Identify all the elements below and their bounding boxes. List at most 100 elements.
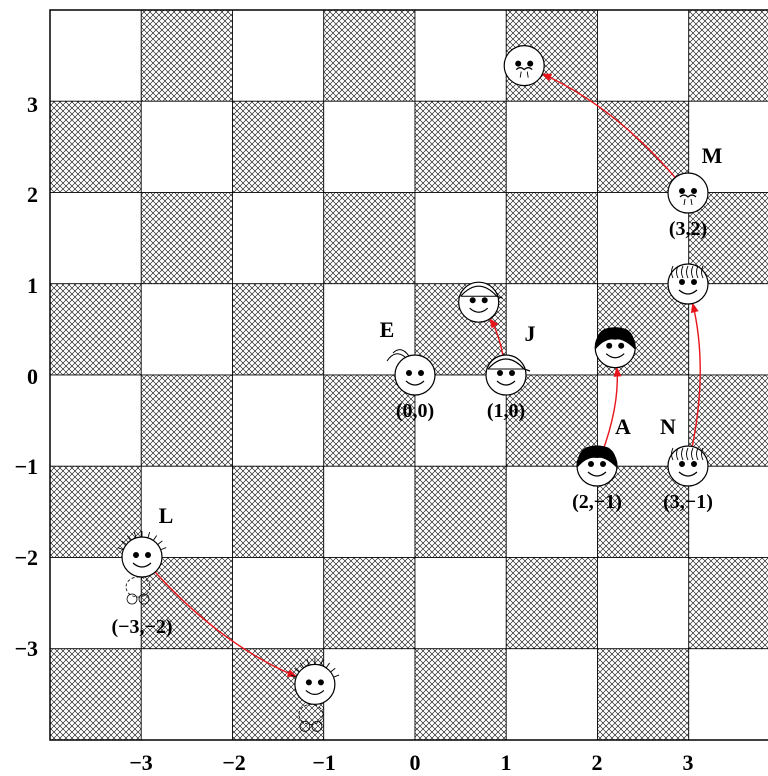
character-label: L <box>159 503 174 528</box>
hatched-square <box>324 558 415 649</box>
eye-icon <box>691 188 697 194</box>
eye-icon <box>482 297 488 303</box>
coordinate-label: (−3,−2) <box>111 616 172 638</box>
hatched-square <box>141 193 232 284</box>
eye-icon <box>497 370 503 376</box>
hatched-square <box>141 375 232 466</box>
y-tick-label: −3 <box>14 636 38 661</box>
target-face-n <box>668 264 708 304</box>
eye-icon <box>470 297 476 303</box>
hatched-square <box>233 466 324 557</box>
white-square <box>598 10 689 101</box>
eye-icon <box>509 370 515 376</box>
white-square <box>141 101 232 192</box>
coordinate-label: (3,2) <box>669 218 707 240</box>
white-square <box>50 10 141 101</box>
hatched-square <box>689 10 768 101</box>
x-tick-label: −2 <box>222 750 246 775</box>
face-circle <box>459 282 499 322</box>
target-face-a <box>595 328 635 368</box>
white-square <box>50 375 141 466</box>
coordinate-label: (3,−1) <box>663 491 713 513</box>
x-axis: −3 −2 −1 0 1 2 3 <box>129 750 693 775</box>
eye-icon <box>679 461 685 467</box>
character-label: A <box>615 414 631 439</box>
face-circle <box>295 664 335 704</box>
hatched-square <box>324 10 415 101</box>
white-square <box>415 10 506 101</box>
y-tick-label: 3 <box>27 92 38 117</box>
target-face-m <box>504 46 544 86</box>
white-square <box>141 649 232 740</box>
character-n <box>668 446 708 486</box>
hatched-square <box>415 649 506 740</box>
x-tick-label: −1 <box>312 750 336 775</box>
white-square <box>415 193 506 284</box>
character-a <box>577 446 617 486</box>
white-square <box>233 10 324 101</box>
hatched-square <box>141 10 232 101</box>
hatched-square <box>50 101 141 192</box>
hatched-square <box>506 558 597 649</box>
coordinate-label: (2,−1) <box>572 491 622 513</box>
face-circle <box>395 355 435 395</box>
y-tick-label: −1 <box>14 454 38 479</box>
eye-icon <box>691 279 697 285</box>
hatched-square <box>50 649 141 740</box>
white-square <box>324 101 415 192</box>
white-square <box>689 649 768 740</box>
hatched-square <box>50 284 141 375</box>
eye-icon <box>406 370 412 376</box>
eye-icon <box>527 61 533 67</box>
y-tick-label: 2 <box>27 182 38 207</box>
white-square <box>324 466 415 557</box>
y-tick-label: −2 <box>14 545 38 570</box>
face-circle <box>122 537 162 577</box>
character-label: M <box>702 143 723 168</box>
white-square <box>50 193 141 284</box>
face-circle <box>486 355 526 395</box>
y-axis: 3 2 1 0 −1 −2 −3 <box>14 92 38 661</box>
hatched-square <box>233 284 324 375</box>
hatched-square <box>415 101 506 192</box>
white-square <box>233 558 324 649</box>
x-tick-label: 3 <box>683 750 694 775</box>
eye-icon <box>691 461 697 467</box>
coordinate-label: (0,0) <box>396 400 434 422</box>
coordinate-label: (1,0) <box>487 400 525 422</box>
x-tick-label: 1 <box>501 750 512 775</box>
face-circle <box>668 173 708 213</box>
white-square <box>415 558 506 649</box>
eye-icon <box>679 188 685 194</box>
hatched-square <box>598 649 689 740</box>
white-square <box>506 649 597 740</box>
eye-icon <box>600 461 606 467</box>
eye-icon <box>588 461 594 467</box>
x-tick-label: 2 <box>592 750 603 775</box>
white-square <box>506 101 597 192</box>
eye-icon <box>145 552 151 558</box>
character-m <box>668 173 708 213</box>
x-tick-label: −3 <box>129 750 153 775</box>
white-square <box>324 649 415 740</box>
eye-icon <box>133 552 139 558</box>
white-square <box>233 193 324 284</box>
eye-icon <box>618 343 624 349</box>
hatched-square <box>689 558 768 649</box>
character-label: N <box>660 414 676 439</box>
hatched-square <box>415 466 506 557</box>
eye-icon <box>418 370 424 376</box>
eye-icon <box>679 279 685 285</box>
face-circle <box>504 46 544 86</box>
white-square <box>141 284 232 375</box>
hatched-square <box>324 193 415 284</box>
x-tick-label: 0 <box>410 750 421 775</box>
eye-icon <box>515 61 521 67</box>
white-square <box>233 375 324 466</box>
eye-icon <box>306 679 312 685</box>
hatched-square <box>233 101 324 192</box>
y-tick-label: 1 <box>27 273 38 298</box>
eye-icon <box>606 343 612 349</box>
eye-icon <box>318 679 324 685</box>
